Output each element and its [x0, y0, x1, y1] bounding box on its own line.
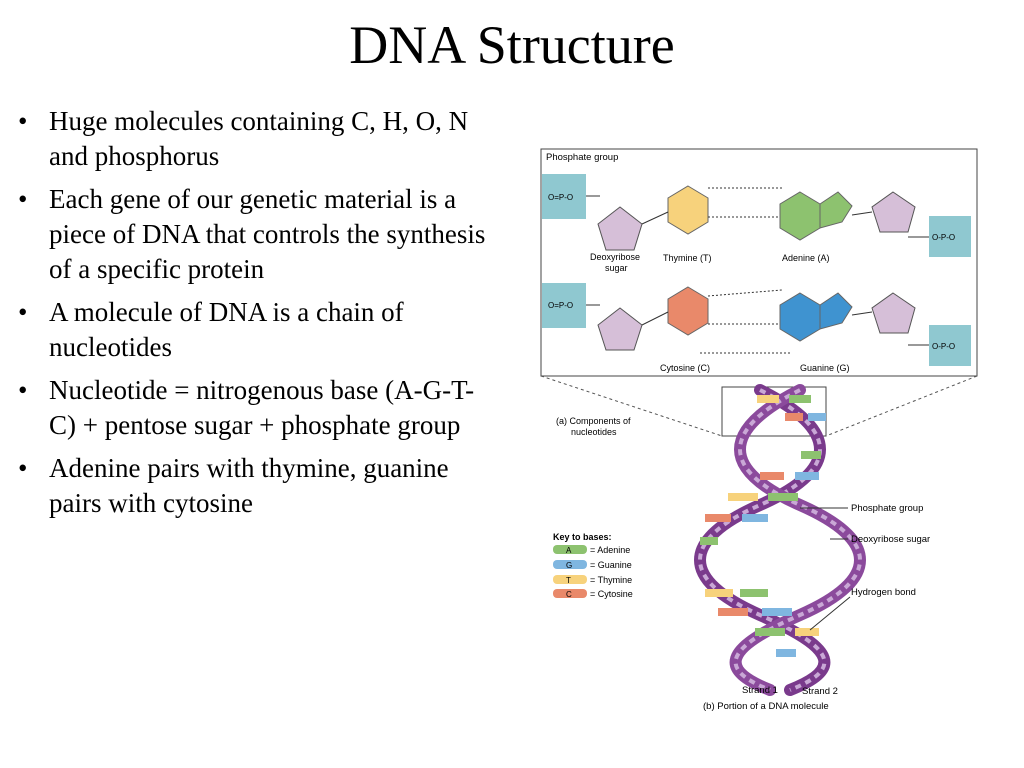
bullet-list: • Huge molecules containing C, H, O, N an…: [18, 104, 488, 529]
adenine-label: Adenine (A): [782, 253, 830, 263]
helix-base-c: [760, 472, 784, 480]
helix-base-g: [762, 608, 792, 616]
phosphate-box: [542, 174, 586, 219]
key-label: = Thymine: [590, 575, 632, 585]
thymine-label: Thymine (T): [663, 253, 712, 263]
helix-base-c: [718, 608, 748, 616]
helix-base-t: [705, 589, 733, 597]
hydrogen-bond-dotted: [707, 289, 783, 297]
key-cytosine: C = Cytosine: [553, 589, 633, 599]
key-swatch: [553, 575, 587, 584]
phosphate-group-pointer-label: Phosphate group: [851, 503, 923, 514]
hydrogen-bond-pointer-label: Hydrogen bond: [851, 587, 916, 598]
helix-base-g: [742, 514, 768, 522]
helix-base-t: [757, 395, 779, 403]
strand-2-label: Strand 2: [802, 686, 838, 697]
phosphate-box: [929, 325, 971, 366]
slide-title: DNA Structure: [349, 15, 675, 75]
guanine-ring: [819, 292, 853, 330]
key-letter: G: [566, 561, 572, 570]
thymine-ring: [667, 185, 709, 235]
key-label: = Cytosine: [590, 589, 633, 599]
key-adenine: A = Adenine: [553, 545, 630, 555]
bullet-text: Adenine pairs with thymine, guanine pair…: [49, 453, 449, 518]
helix-base-t: [795, 628, 819, 636]
key-letter: T: [566, 576, 571, 585]
strand-2-backbone: [729, 384, 866, 696]
leader-line: [809, 596, 851, 631]
helix-base-t: [728, 493, 758, 501]
helix-base-g: [808, 413, 826, 421]
bond-line: [851, 211, 873, 216]
bond-line: [641, 311, 669, 326]
bullet-marker: •: [18, 184, 28, 214]
helix-base-pairs: [700, 395, 826, 657]
helix-base-a: [700, 537, 718, 545]
deoxyribose-sugar-pointer-label: Deoxyribose sugar: [851, 534, 930, 545]
zoom-box: [721, 386, 827, 437]
bullet-text: Nucleotide = nitrogenous base (A-G-T-C) …: [49, 375, 475, 440]
bullet-text: A molecule of DNA is a chain of nucleoti…: [49, 297, 404, 362]
helix-base-g: [795, 472, 819, 480]
deoxyribose-sugar-shape: [871, 191, 916, 233]
bullet-marker: •: [18, 106, 28, 136]
helix-base-a: [755, 628, 785, 636]
bullet-item: • Each gene of our genetic material is a …: [18, 182, 488, 287]
helix-base-a: [789, 395, 811, 403]
adenine-ring: [819, 191, 853, 229]
key-swatch: [553, 589, 587, 598]
bullet-item: • Nucleotide = nitrogenous base (A-G-T-C)…: [18, 373, 488, 443]
key-thymine: T = Thymine: [553, 575, 632, 585]
deoxyribose-sugar-shape: [871, 292, 916, 334]
bullet-text: Each gene of our genetic material is a p…: [49, 184, 486, 284]
helix-base-a: [768, 493, 798, 501]
key-swatch: [553, 545, 587, 554]
key-letter: A: [566, 546, 572, 555]
phosphate-formula: O-P-O: [932, 233, 955, 242]
bullet-marker: •: [18, 453, 28, 483]
key-guanine: G = Guanine: [553, 560, 632, 570]
bullet-marker: •: [18, 375, 28, 405]
key-swatch: [553, 560, 587, 569]
helix-base-c: [785, 413, 803, 421]
helix-base-a: [740, 589, 768, 597]
cytosine-ring: [667, 286, 709, 336]
helix-base-g: [776, 649, 796, 657]
phosphate-formula: O-P-O: [932, 342, 955, 351]
bullet-item: • A molecule of DNA is a chain of nucleot…: [18, 295, 488, 365]
phosphate-group-label: Phosphate group: [546, 152, 618, 163]
deoxyribose-sugar-shape: [597, 206, 643, 251]
helix-base-c: [705, 514, 731, 522]
strand-2-highlight: [733, 388, 862, 692]
key-label: = Guanine: [590, 560, 632, 570]
key-letter: C: [566, 590, 572, 599]
bullet-marker: •: [18, 297, 28, 327]
bullet-text: Huge molecules containing C, H, O, N and…: [49, 106, 469, 171]
strand-1-label: Strand 1: [742, 685, 778, 696]
phosphate-formula: O=P-O: [548, 301, 573, 310]
helix-base-a: [801, 451, 821, 459]
zoom-line: [825, 375, 978, 437]
panel-b-caption: (b) Portion of a DNA molecule: [703, 701, 829, 712]
deoxyribose-sugar-shape: [597, 307, 643, 351]
key-title: Key to bases:: [553, 532, 612, 542]
phosphate-box: [929, 216, 971, 257]
bullet-item: • Huge molecules containing C, H, O, N an…: [18, 104, 488, 174]
bond-line: [641, 211, 669, 225]
key-label: = Adenine: [590, 545, 630, 555]
phosphate-formula: O=P-O: [548, 193, 573, 202]
cytosine-label: Cytosine (C): [660, 363, 710, 373]
bond-line: [851, 311, 873, 316]
guanine-label: Guanine (G): [800, 363, 850, 373]
strand-1-highlight: [698, 388, 827, 692]
phosphate-box: [542, 283, 586, 328]
zoom-line: [540, 375, 723, 437]
bullet-item: • Adenine pairs with thymine, guanine pai…: [18, 451, 488, 521]
